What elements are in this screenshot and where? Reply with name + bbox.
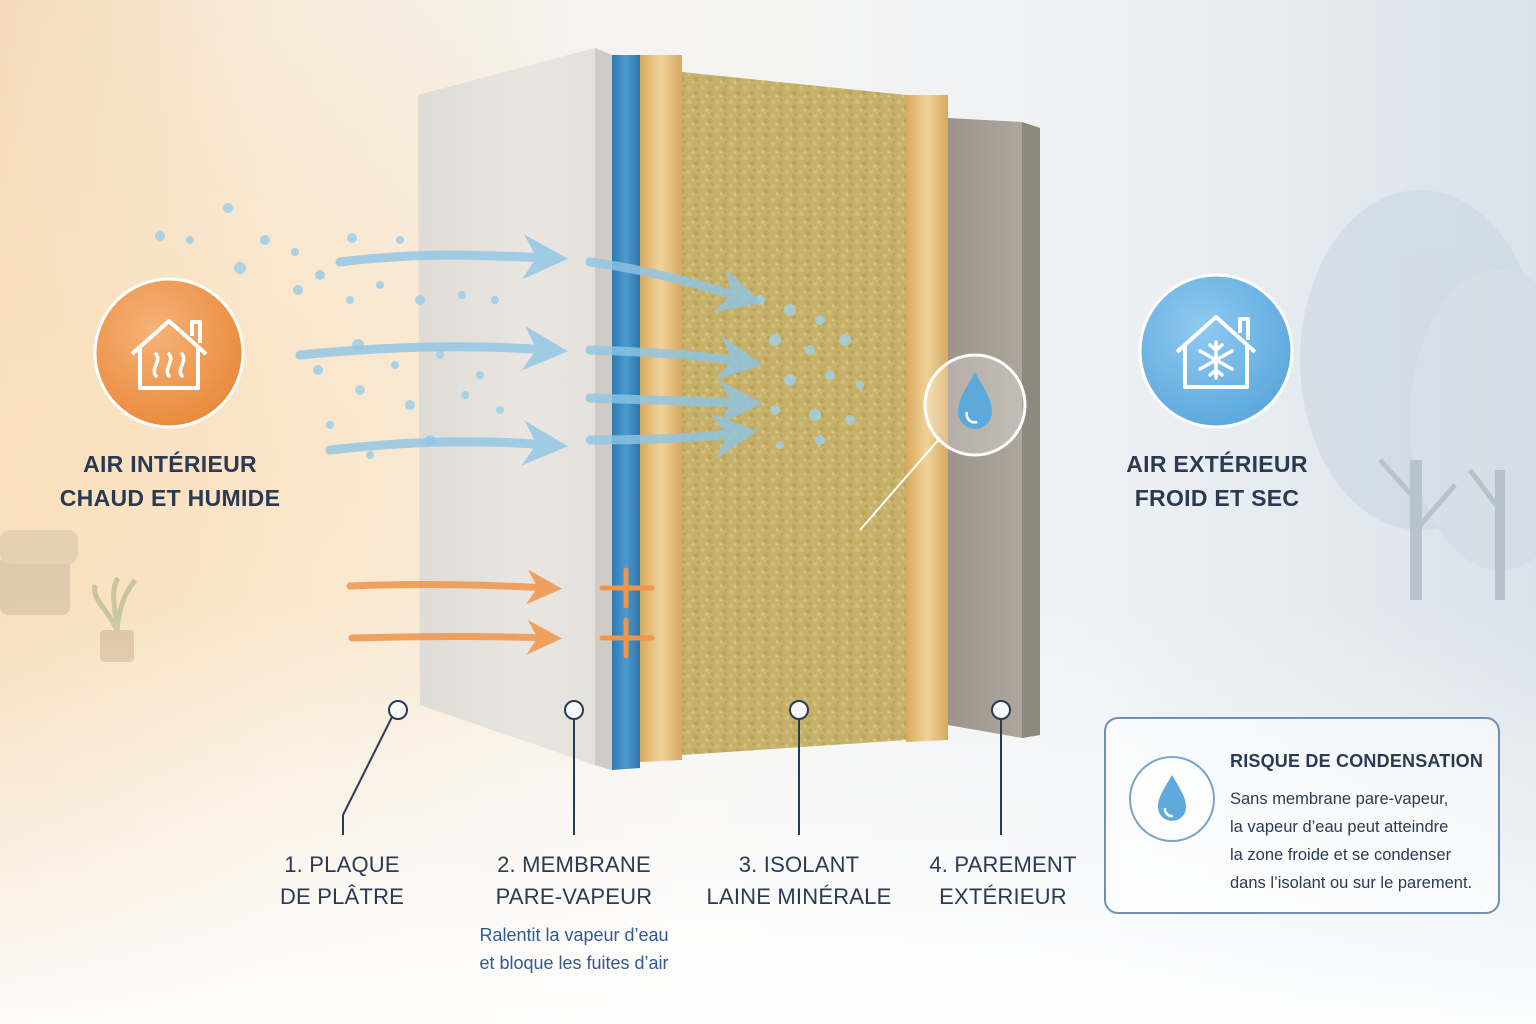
layer-isolant-line-1: 3. ISOLANT: [738, 852, 860, 877]
interior-air-label: AIR INTÉRIEUR CHAUD ET HUMIDE: [40, 447, 300, 515]
condensation-risk-box: RISQUE DE CONDENSATION Sans membrane par…: [1104, 717, 1500, 914]
risk-title: RISQUE DE CONDENSATION: [1230, 751, 1484, 771]
layer-leader-lines: [342, 700, 1011, 835]
exterior-cladding: [948, 118, 1040, 738]
membrane-note-line-1: Ralentit la vapeur d’eau: [479, 925, 669, 945]
layer-label-parement: 4. PAREMENT EXTÉRIEUR: [903, 849, 1103, 913]
membrane-note: Ralentit la vapeur d’eau et bloque les f…: [454, 921, 694, 977]
risk-text-line-1: Sans membrane pare-vapeur,: [1230, 790, 1449, 808]
risk-text-line-2: la vapeur d’eau peut atteindre: [1230, 818, 1449, 836]
membrane-note-line-2: et bloque les fuites d’air: [479, 953, 669, 973]
water-drop-icon: [1129, 756, 1215, 842]
layer-label-membrane: 2. MEMBRANE PARE-VAPEUR: [474, 849, 674, 913]
exterior-label-line-1: AIR EXTÉRIEUR: [1126, 451, 1308, 477]
air-leak-arrows: [346, 569, 562, 655]
vapor-arrows: [295, 234, 763, 466]
condensation-callout: [859, 353, 1027, 531]
risk-text-line-3: la zone froide et se condenser: [1230, 846, 1452, 864]
house-snowflake-icon: [1138, 273, 1294, 429]
layer-label-isolant: 3. ISOLANT LAINE MINÉRALE: [689, 849, 909, 913]
layer-parement-line-2: EXTÉRIEUR: [939, 884, 1067, 909]
interior-label-line-2: CHAUD ET HUMIDE: [59, 485, 281, 511]
vapor-barrier-membrane: [612, 55, 640, 770]
layer-membrane-line-1: 2. MEMBRANE: [497, 852, 651, 877]
layer-label-plaque: 1. PLAQUE DE PLÂTRE: [242, 849, 442, 913]
mineral-wool-insulation: [682, 72, 906, 755]
risk-text: Sans membrane pare-vapeur, la vapeur d’e…: [1230, 785, 1472, 897]
wood-stud-left: [640, 55, 682, 762]
layer-plaque-line-1: 1. PLAQUE: [284, 852, 400, 877]
layer-membrane-line-2: PARE-VAPEUR: [495, 884, 653, 909]
exterior-label-line-2: FROID ET SEC: [1134, 485, 1300, 511]
blocked-air-marks: [599, 567, 655, 659]
house-heat-icon: [93, 277, 245, 429]
layer-plaque-line-2: DE PLÂTRE: [279, 884, 405, 909]
interior-label-line-1: AIR INTÉRIEUR: [83, 451, 257, 477]
exterior-air-label: AIR EXTÉRIEUR FROID ET SEC: [1087, 447, 1347, 515]
exterior-background: [1300, 190, 1536, 600]
layer-isolant-line-2: LAINE MINÉRALE: [706, 884, 892, 909]
risk-text-line-4: dans l’isolant ou sur le parement.: [1230, 874, 1473, 892]
layer-parement-line-1: 4. PAREMENT: [929, 852, 1077, 877]
plaster-board: [418, 48, 612, 770]
